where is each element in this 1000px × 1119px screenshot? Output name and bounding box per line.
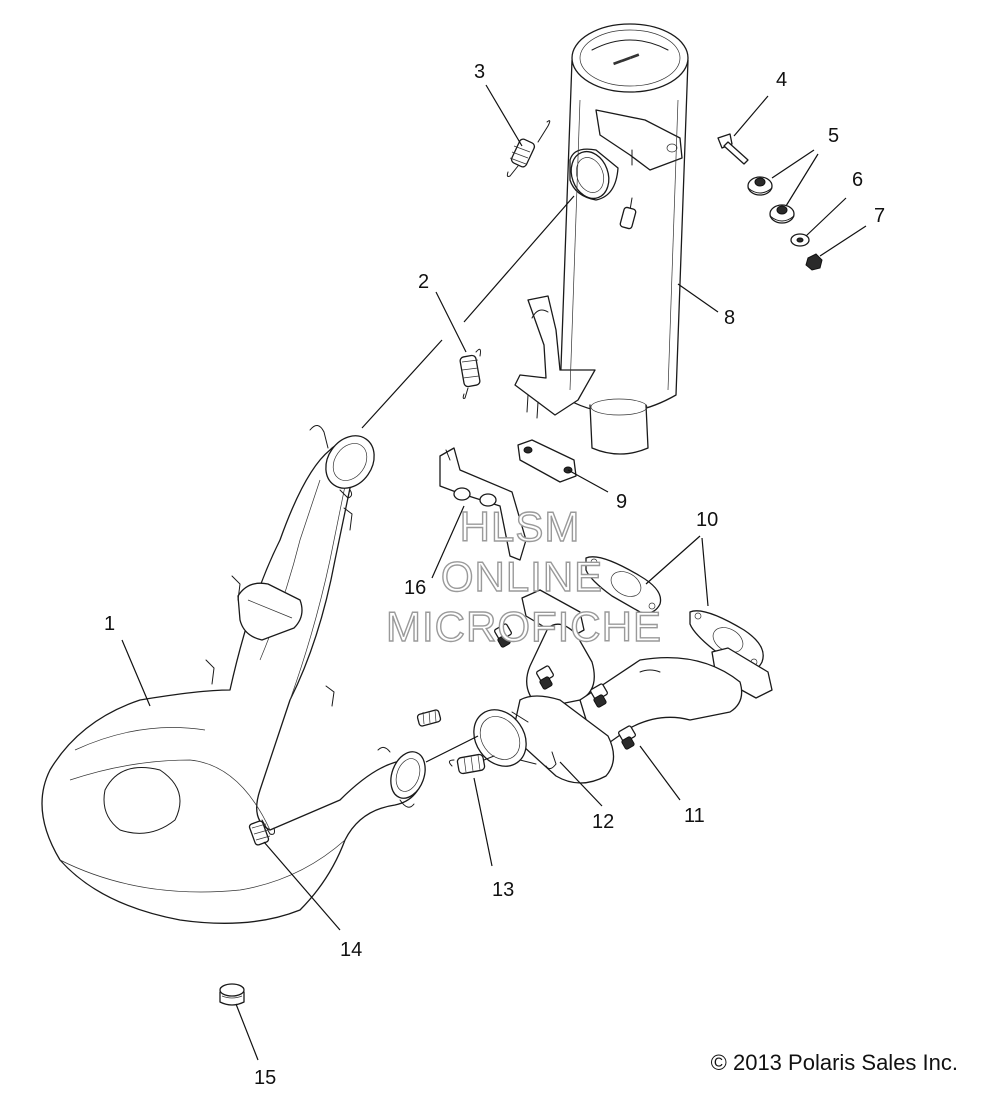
bracket-part-16 <box>439 447 527 561</box>
spring-part-3 <box>506 120 551 177</box>
leader-lines <box>121 84 867 1061</box>
bolt-part-11a <box>494 623 512 648</box>
bolt-part-11c <box>618 725 636 750</box>
watermark-line-2: ONLINE <box>441 553 603 600</box>
callout-9: 9 <box>616 491 627 513</box>
grommet-part-5b <box>769 204 795 224</box>
callout-16: 16 <box>404 577 426 599</box>
callout-11: 11 <box>684 805 705 827</box>
gasket-part-10a <box>585 556 662 614</box>
bolt-part-11b <box>590 683 608 708</box>
copyright-text: © 2013 Polaris Sales Inc. <box>711 1050 958 1075</box>
callout-8: 8 <box>724 307 735 329</box>
callout-7: 7 <box>874 205 885 227</box>
spring-part-14 <box>248 820 271 846</box>
expansion-chamber-part-1 <box>41 425 426 924</box>
watermark-line-3: MICROFICHE <box>386 603 662 650</box>
callout-3: 3 <box>474 61 485 83</box>
grommet-part-5a <box>747 176 773 196</box>
nut-part-7 <box>805 253 823 271</box>
manifold-part-12 <box>473 589 773 784</box>
plug-part-15 <box>219 983 245 1006</box>
bolt-part-4 <box>717 133 749 165</box>
plug-small <box>416 709 442 727</box>
callout-12: 12 <box>592 811 614 833</box>
spring-part-13 <box>448 753 495 775</box>
bolt-part-11d <box>536 665 554 690</box>
spring-part-2 <box>459 348 481 399</box>
callout-1: 1 <box>104 613 115 635</box>
callout-13: 13 <box>492 879 514 901</box>
callout-10: 10 <box>696 509 718 531</box>
callout-labels: 1 2 3 4 5 6 7 8 9 10 11 12 13 14 15 16 <box>104 61 885 1089</box>
callout-15: 15 <box>254 1067 276 1089</box>
muffler-part-8: ▬▬▬ <box>514 23 689 455</box>
callout-4: 4 <box>776 69 787 91</box>
callout-5: 5 <box>828 125 839 147</box>
callout-2: 2 <box>418 271 429 293</box>
callout-14: 14 <box>340 939 362 961</box>
plate-part-9 <box>517 439 577 483</box>
callout-6: 6 <box>852 169 863 191</box>
washer-part-6 <box>790 233 810 247</box>
watermark: HLSM ONLINE MICROFICHE <box>385 502 662 650</box>
watermark-line-1: HLSM <box>460 503 581 550</box>
